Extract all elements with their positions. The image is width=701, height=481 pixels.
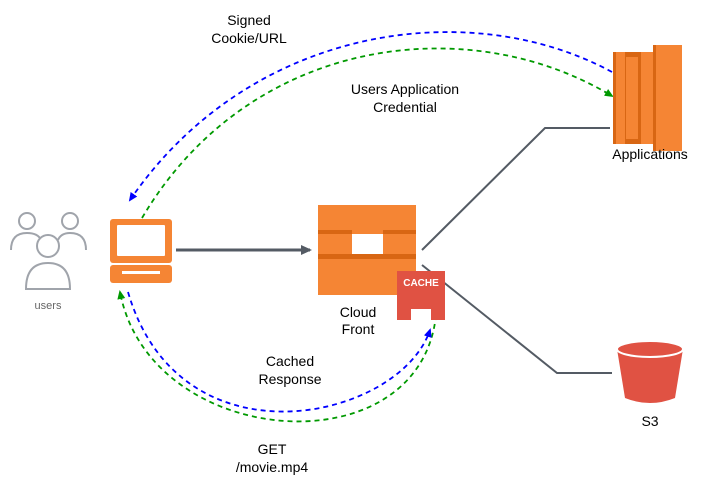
s3-bucket-icon[interactable] [616, 340, 684, 403]
cloudfront-label-line1: Cloud [340, 304, 377, 320]
laptop-icon[interactable] [110, 219, 172, 283]
applications-icon[interactable] [613, 45, 682, 151]
signed-cookie-label-line2: Cookie/URL [211, 30, 287, 46]
users-icon [10, 212, 87, 290]
cached-response-label-line1: Cached [266, 353, 314, 369]
users-credential-arrow [141, 47, 614, 219]
cloudfront-to-s3-connector [421, 264, 612, 374]
s3-label: S3 [641, 413, 658, 429]
users-credential-label-line2: Credential [373, 99, 437, 115]
cache-icon[interactable]: CACHE [397, 271, 445, 320]
applications-label: Applications [612, 146, 688, 162]
users-label: users [35, 300, 62, 312]
cached-response-arrow [127, 291, 432, 413]
cached-response-label-line2: Response [258, 371, 321, 387]
cloudfront-to-applications-connector [421, 127, 610, 251]
users-credential-label-line1: Users Application [351, 81, 459, 97]
signed-cookie-label-line1: Signed [227, 12, 271, 28]
get-movie-label-line2: /movie.mp4 [236, 459, 309, 475]
cloudfront-label-line2: Front [342, 321, 375, 337]
get-movie-label-line1: GET [258, 441, 287, 457]
cache-label: CACHE [403, 278, 439, 289]
signed-cookie-arrow [128, 31, 613, 202]
get-movie-arrow [117, 290, 437, 423]
cloudfront-icon[interactable] [318, 205, 416, 295]
